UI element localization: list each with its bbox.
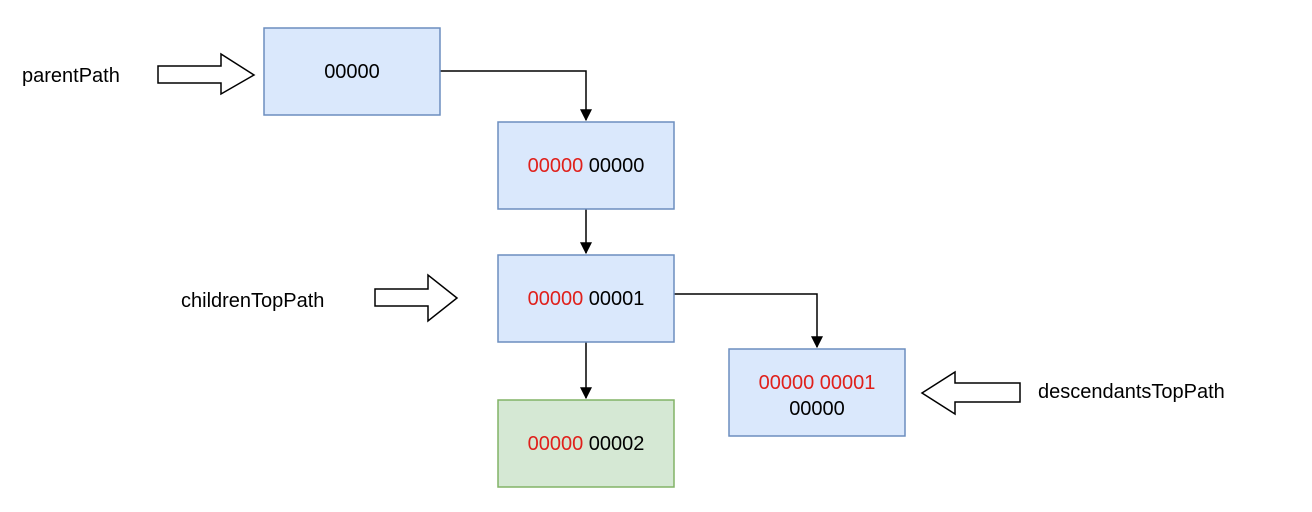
node-root-value: 00000	[324, 61, 380, 83]
svg-text:00000 00001: 00000 00001	[528, 288, 645, 310]
node-child0-box	[497, 121, 675, 210]
svg-text:00000: 00000	[789, 398, 845, 420]
svg-text:00000 00000: 00000 00000	[528, 155, 645, 177]
node-child0-value: 00000	[589, 155, 645, 177]
svg-text:00000 00001: 00000 00001	[759, 372, 876, 394]
label-children-top-path: childrenTopPath	[181, 290, 324, 312]
edge-root-to-child0	[440, 70, 592, 122]
edge-child1-to-descendant	[673, 293, 823, 349]
node-descendant-box	[728, 348, 906, 437]
node-child1-box	[497, 254, 675, 343]
node-child1-prefix: 00000	[528, 288, 584, 310]
node-descendant-prefix: 00000 00001	[759, 372, 876, 394]
connectors	[440, 70, 823, 400]
left-arrow-icon	[920, 370, 1021, 416]
right-arrow-icon	[157, 52, 256, 96]
node-child2-prefix: 00000	[528, 433, 584, 455]
label-descendants-top-path: descendantsTopPath	[1038, 381, 1225, 403]
label-parent-path: parentPath	[22, 65, 120, 87]
svg-text:00000: 00000	[324, 61, 380, 83]
node-root: 00000	[263, 27, 441, 116]
node-child0-prefix: 00000	[528, 155, 584, 177]
node-descendant: 00000 00001 00000	[728, 348, 906, 437]
node-child2-box	[497, 399, 675, 488]
node-child1: 00000 00001	[497, 254, 675, 343]
node-child1-value: 00001	[589, 288, 645, 310]
node-descendant-value: 00000	[789, 398, 845, 420]
right-arrow-icon	[374, 273, 459, 323]
node-child2-value: 00002	[589, 433, 645, 455]
node-child0: 00000 00000	[497, 121, 675, 210]
node-root-box	[263, 27, 441, 116]
svg-text:00000 00002: 00000 00002	[528, 433, 645, 455]
node-child2: 00000 00002	[497, 399, 675, 488]
